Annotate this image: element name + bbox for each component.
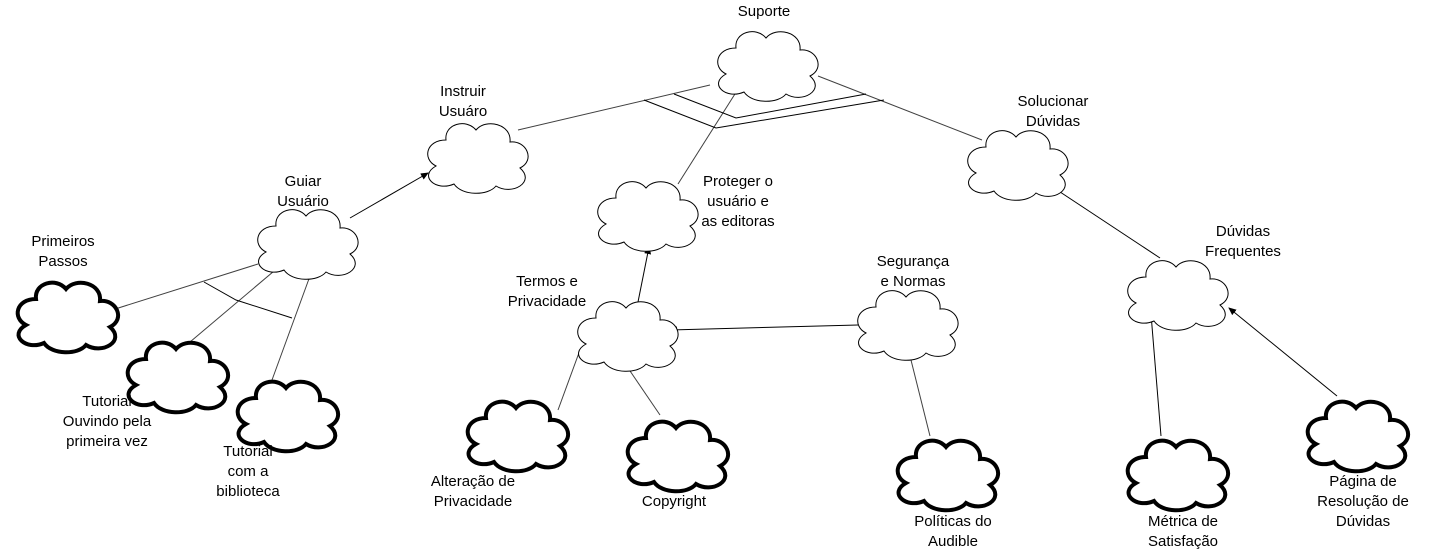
label-copyright: Copyright [642,493,707,510]
edge-metrica-to-duvidas [1148,313,1162,437]
label-termos-line: Privacidade [508,293,586,310]
label-politicas-line: Audible [928,533,978,550]
label-termos: Termos e Privacidade [508,273,586,310]
label-proteger-line: as editoras [701,213,774,230]
edge-termos-to-alteracao [557,349,581,411]
label-tutorial1-line: primeira vez [66,433,148,450]
label-tutorial1-line: Tutorial [82,393,131,410]
label-seguranca-line: Segurança [877,253,950,270]
label-proteger-line: Proteger o [703,173,773,190]
label-suporte-line: Suporte [738,3,791,20]
edge-guiar-to-primeiros [111,263,259,311]
label-solucionar-line: Dúvidas [1026,113,1080,130]
cloud-guiar[interactable] [257,209,359,280]
label-metrica-line: Métrica de [1148,513,1218,530]
label-pagina-line: Página de [1329,473,1397,490]
cloud-termos[interactable] [577,301,679,372]
edge-suporte-to-proteger [677,85,741,185]
cloud-metrica[interactable] [1125,438,1231,513]
label-seguranca-line: e Normas [880,273,945,290]
cloud-primeiros[interactable] [15,280,121,355]
label-guiar-line: Guiar [285,173,322,190]
label-proteger-line: usuário e [707,193,769,210]
label-tutorial2-line: Tutorial [223,443,272,460]
label-pagina: Página de Resolução de Dúvidas [1317,473,1409,530]
cloud-duvidas[interactable] [1127,260,1229,331]
cloud-copyright[interactable] [625,419,731,494]
label-seguranca: Segurança e Normas [877,253,950,290]
label-politicas-line: Políticas do [914,513,992,530]
edge-pagina-to-duvidas [1228,307,1338,397]
nodes-layer [15,31,1411,513]
label-pagina-line: Resolução de [1317,493,1409,510]
cloud-suporte[interactable] [717,31,819,102]
aggregation-marks [203,93,885,319]
edge-guiar-to-instruir [349,172,429,219]
aggregation-mark-2 [673,93,867,119]
edge-suporte-to-instruir [517,84,711,131]
aggregation-mark-3 [203,281,293,319]
edges-layer [111,75,1338,437]
cloud-tutorial2[interactable] [235,379,341,454]
label-politicas: Políticas do Audible [914,513,992,550]
label-copyright-line: Copyright [642,493,707,510]
label-alteracao: Alteração de Privacidade [431,473,515,510]
edge-guiar-to-tutorial2 [271,275,311,381]
label-guiar-line: Usuário [277,193,329,210]
edge-seguranca-to-politicas [909,355,931,437]
label-tutorial1-line: Ouvindo pela [63,413,152,430]
edge-suporte-to-solucionar [817,75,983,141]
label-tutorial2-line: com a [228,463,270,480]
label-instruir-line: Instruir [440,83,486,100]
label-termos-line: Termos e [516,273,578,290]
cloud-proteger[interactable] [597,181,699,252]
label-metrica-line: Satisfação [1148,533,1218,550]
edge-termos-to-proteger [637,246,652,303]
aggregation-mark-1 [643,99,885,129]
label-primeiros-line: Passos [38,253,87,270]
label-instruir-line: Usuáro [439,103,487,120]
edge-seguranca-to-termos [669,324,859,334]
label-proteger: Proteger o usuário e as editoras [701,173,774,230]
edge-termos-to-copyright [627,367,661,416]
label-alteracao-line: Privacidade [434,493,512,510]
cloud-alteracao[interactable] [465,399,571,474]
label-pagina-line: Dúvidas [1336,513,1390,530]
cloud-politicas[interactable] [895,438,1001,513]
cloud-seguranca[interactable] [857,290,959,361]
cloud-solucionar[interactable] [967,130,1069,201]
label-duvidas-line: Frequentes [1205,243,1281,260]
label-tutorial2-line: biblioteca [216,483,280,500]
label-duvidas-line: Dúvidas [1216,223,1270,240]
edge-duvidas-to-solucionar [1047,183,1161,259]
edge-guiar-to-tutorial1 [189,265,281,343]
label-alteracao-line: Alteração de [431,473,515,490]
label-solucionar-line: Solucionar [1018,93,1089,110]
cloud-instruir[interactable] [427,123,529,194]
cloud-tutorial1[interactable] [125,340,231,415]
label-tutorial2: Tutorial com a biblioteca [216,443,280,500]
label-primeiros-line: Primeiros [31,233,94,250]
label-suporte: Suporte [738,3,791,20]
label-metrica: Métrica de Satisfação [1148,513,1218,550]
cloud-pagina[interactable] [1305,399,1411,474]
